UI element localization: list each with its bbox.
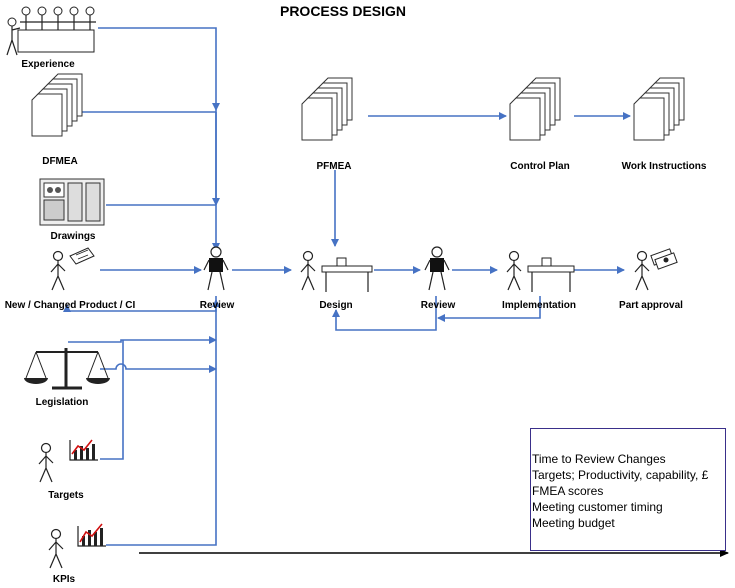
dfmea-document-icon xyxy=(31,73,83,137)
label-review-2: Review xyxy=(421,300,456,311)
label-new-product: New / Changed Product / CI xyxy=(5,300,136,311)
label-design: Design xyxy=(319,300,352,311)
arrow-kpis-up xyxy=(106,299,220,546)
kpi-measures-box: Time to Review Changes Targets; Producti… xyxy=(530,428,726,551)
label-drawings: Drawings xyxy=(50,231,95,242)
control-plan-document-icon xyxy=(509,77,561,141)
label-experience: Experience xyxy=(21,59,75,70)
arrow-experience-to-review xyxy=(98,27,220,111)
arrow-legislation-2 xyxy=(100,363,217,373)
label-pfmea: PFMEA xyxy=(317,161,352,172)
implementation-person-conveyor-icon xyxy=(506,250,575,292)
work-instructions-document-icon xyxy=(633,77,685,141)
line-targets xyxy=(100,340,124,460)
kpi-line-3: FMEA scores xyxy=(532,484,604,498)
kpi-line-4: Meeting customer timing xyxy=(532,500,663,514)
kpis-chart-icon xyxy=(48,523,106,569)
arrow-legislation xyxy=(68,336,217,344)
experience-icon xyxy=(6,6,96,56)
new-product-person-icon xyxy=(50,247,95,291)
label-legislation: Legislation xyxy=(36,397,89,408)
review-2-person-icon xyxy=(424,246,450,291)
label-kpis: KPIs xyxy=(53,574,76,585)
kpi-line-5: Meeting budget xyxy=(532,516,615,530)
kpi-line-1: Time to Review Changes xyxy=(532,452,666,466)
design-person-conveyor-icon xyxy=(300,250,373,292)
page-title: PROCESS DESIGN xyxy=(280,3,406,19)
label-implementation: Implementation xyxy=(502,300,576,311)
targets-chart-icon xyxy=(38,439,98,483)
review-person-icon xyxy=(203,246,229,291)
label-review-1: Review xyxy=(200,300,235,311)
part-approval-person-money-icon xyxy=(634,248,678,291)
kpi-line-2: Targets; Productivity, capability, £ xyxy=(532,468,709,482)
legislation-scales-icon xyxy=(24,348,110,390)
connectors xyxy=(63,27,729,557)
pfmea-document-icon xyxy=(301,77,353,141)
label-dfmea: DFMEA xyxy=(42,156,78,167)
label-part-approval: Part approval xyxy=(619,300,683,311)
label-work-instructions: Work Instructions xyxy=(622,161,707,172)
label-control-plan: Control Plan xyxy=(510,161,569,172)
arrow-review2-feedback xyxy=(332,296,437,331)
label-targets: Targets xyxy=(48,490,84,501)
arrow-impl-feedback xyxy=(437,296,541,322)
drawings-machine-icon xyxy=(39,178,105,226)
